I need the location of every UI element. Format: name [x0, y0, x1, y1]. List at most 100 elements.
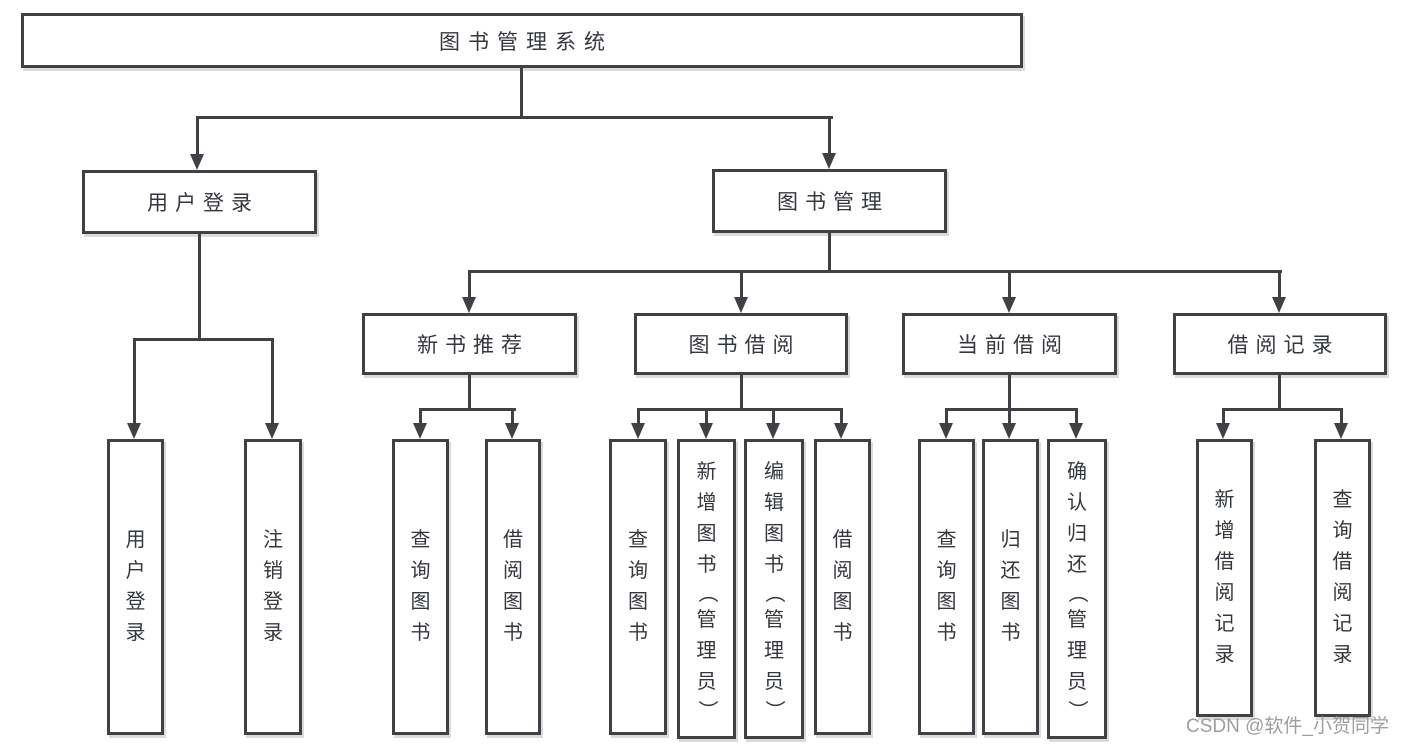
- connector-line: [1008, 273, 1011, 298]
- vertical-char: 图: [1000, 591, 1021, 613]
- arrow-down-icon: [127, 423, 141, 439]
- connector-line: [840, 411, 843, 424]
- connector-line: [1340, 411, 1343, 424]
- vertical-char: 登: [263, 591, 283, 613]
- node-book-management-label: 图书管理: [777, 191, 889, 214]
- connector-line: [637, 408, 843, 411]
- vertical-char: 注: [263, 529, 283, 551]
- connector-line: [1222, 411, 1225, 424]
- leaf-confirm-return-admin: 确认归还（管理员）: [1047, 439, 1107, 739]
- connector-line: [133, 338, 274, 341]
- node-root: 图书管理系统: [21, 13, 1023, 68]
- node-borrowing-records: 借阅记录: [1173, 313, 1387, 375]
- vertical-char: 增: [696, 491, 717, 514]
- watermark: CSDN @软件_小贺同学: [1186, 716, 1389, 737]
- leaf-borrow-books-recommend: 借阅图书: [485, 439, 541, 735]
- connector-line: [740, 375, 743, 411]
- vertical-char: 书: [628, 622, 648, 644]
- vertical-char: 图: [832, 591, 853, 613]
- arrow-down-icon: [822, 153, 836, 169]
- connector-line: [1008, 411, 1011, 424]
- arrow-down-icon: [834, 423, 848, 439]
- connector-line: [772, 411, 775, 424]
- vertical-char: 新: [696, 460, 717, 483]
- vertical-char: 录: [1332, 644, 1353, 666]
- vertical-char: 员: [696, 670, 717, 693]
- vertical-char: 书: [832, 622, 853, 644]
- node-borrowing-records-label: 借阅记录: [1227, 334, 1340, 357]
- node-book-borrowing: 图书借阅: [634, 313, 848, 375]
- leaf-query-books-current: 查询图书: [918, 439, 975, 735]
- connector-line: [1222, 408, 1343, 411]
- vertical-char: 记: [1214, 613, 1235, 635]
- vertical-char: 图: [936, 591, 957, 613]
- connector-line: [468, 270, 1282, 273]
- leaf-query-borrow-record: 查询借阅记录: [1314, 439, 1371, 717]
- vertical-char: ）: [695, 699, 718, 720]
- vertical-char: （: [763, 582, 785, 603]
- node-current-borrowing: 当前借阅: [902, 313, 1117, 375]
- arrow-down-icon: [1334, 423, 1348, 439]
- vertical-char: 员: [764, 670, 784, 693]
- vertical-char: 借: [832, 529, 853, 551]
- connector-line: [1278, 375, 1281, 411]
- vertical-char: ）: [763, 699, 785, 720]
- vertical-char: 编: [764, 460, 784, 483]
- arrow-down-icon: [939, 423, 953, 439]
- vertical-char: 书: [936, 622, 957, 644]
- connector-line: [419, 411, 422, 424]
- connector-line: [271, 341, 274, 424]
- leaf-query-books-borrowing: 查询图书: [609, 439, 667, 735]
- arrow-down-icon: [462, 297, 476, 313]
- connector-line: [828, 119, 831, 155]
- vertical-char: 用: [125, 529, 146, 551]
- vertical-char: 理: [696, 639, 717, 662]
- arrow-down-icon: [699, 423, 713, 439]
- vertical-char: 书: [1000, 622, 1021, 644]
- connector-line: [945, 411, 948, 424]
- vertical-char: 书: [410, 622, 431, 644]
- vertical-char: 销: [263, 560, 283, 582]
- leaf-logout: 注销登录: [244, 439, 302, 735]
- leaf-edit-book-admin: 编辑图书（管理员）: [744, 439, 804, 739]
- connector-line: [419, 408, 516, 411]
- vertical-char: （: [1066, 582, 1088, 603]
- vertical-char: 书: [503, 622, 523, 644]
- arrow-down-icon: [265, 423, 279, 439]
- vertical-char: 录: [1214, 644, 1235, 666]
- arrow-down-icon: [190, 154, 204, 170]
- vertical-char: 查: [936, 529, 957, 551]
- connector-line: [468, 375, 471, 411]
- vertical-char: 认: [1067, 491, 1087, 514]
- vertical-char: ）: [1066, 699, 1088, 720]
- leaf-user-login: 用户登录: [107, 439, 164, 735]
- vertical-char: 阅: [503, 560, 523, 582]
- vertical-char: 询: [410, 560, 431, 582]
- connector-line: [945, 408, 1078, 411]
- vertical-char: 确: [1067, 460, 1087, 483]
- vertical-char: 户: [125, 560, 146, 582]
- leaf-add-book-admin: 新增图书（管理员）: [677, 439, 736, 739]
- node-current-borrowing-label: 当前借阅: [957, 334, 1069, 357]
- vertical-char: 书: [696, 553, 717, 576]
- vertical-char: 理: [1067, 639, 1087, 662]
- connector-line: [1075, 411, 1078, 424]
- leaf-query-books-recommend: 查询图书: [392, 439, 449, 735]
- arrow-down-icon: [1216, 423, 1230, 439]
- vertical-char: 归: [1000, 529, 1021, 551]
- vertical-char: 还: [1067, 553, 1087, 576]
- vertical-char: 查: [410, 529, 431, 551]
- vertical-char: 管: [764, 608, 784, 631]
- vertical-char: 图: [696, 522, 717, 545]
- vertical-char: 归: [1067, 522, 1087, 545]
- node-book-management: 图书管理: [712, 169, 947, 233]
- connector-line: [468, 273, 471, 298]
- vertical-char: 登: [125, 591, 146, 613]
- vertical-char: 询: [1332, 520, 1353, 542]
- vertical-char: 员: [1067, 670, 1087, 693]
- vertical-char: 阅: [1214, 582, 1235, 604]
- vertical-char: 增: [1214, 520, 1235, 542]
- vertical-char: 辑: [764, 491, 784, 514]
- vertical-char: 阅: [832, 560, 853, 582]
- connector-line: [637, 411, 640, 424]
